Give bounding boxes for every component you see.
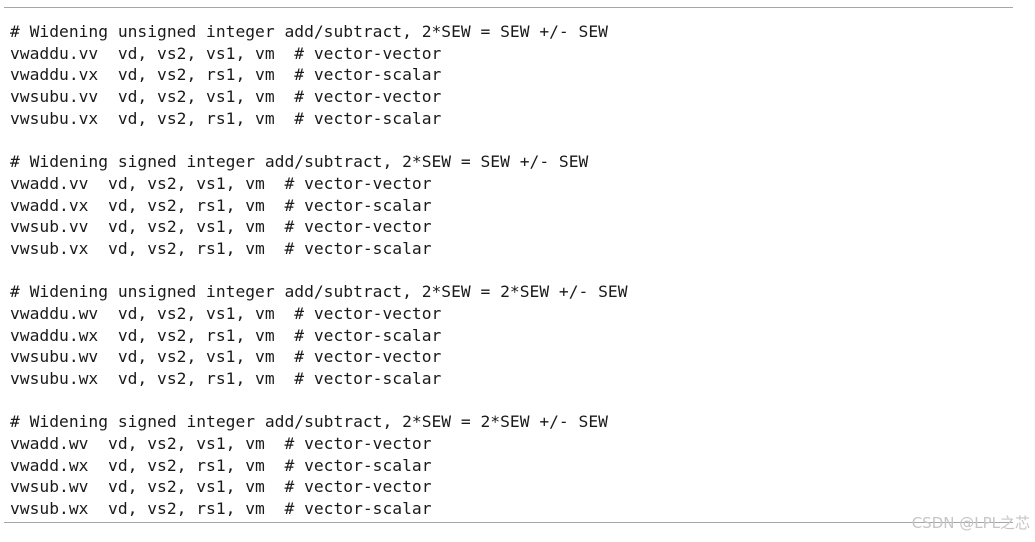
code-comment-line: # Widening unsigned integer add/subtract… <box>10 22 608 41</box>
code-line: vwadd.vx vd, vs2, rs1, vm # vector-scala… <box>10 195 432 215</box>
blank-line <box>10 390 1013 412</box>
code-line: vwsubu.wx vd, vs2, rs1, vm # vector-scal… <box>10 369 442 388</box>
code-comment-line: # Widening signed integer add/subtract, … <box>10 152 589 172</box>
code-block: # Widening unsigned integer add/subtract… <box>4 7 1013 523</box>
code-comment-line: # Widening unsigned integer add/subtract… <box>10 282 628 302</box>
code-line: vwaddu.vx vd, vs2, rs1, vm # vector-scal… <box>10 65 442 85</box>
code-line: vwsub.wv vd, vs2, vs1, vm # vector-vecto… <box>10 477 432 497</box>
code-line: vwadd.wv vd, vs2, vs1, vm # vector-vecto… <box>10 434 432 454</box>
blank-line <box>10 129 1013 151</box>
code-line: vwsubu.wv vd, vs2, vs1, vm # vector-vect… <box>10 347 442 367</box>
code-line: vwadd.wx vd, vs2, rs1, vm # vector-scala… <box>10 455 432 475</box>
code-line: vwsubu.vv vd, vs2, vs1, vm # vector-vect… <box>10 87 442 107</box>
code-line: vwsubu.vx vd, vs2, rs1, vm # vector-scal… <box>10 108 442 128</box>
csdn-watermark: CSDN @LPL之芯 <box>911 514 1030 532</box>
code-line: vwsub.wx vd, vs2, rs1, vm # vector-scala… <box>10 499 432 519</box>
blank-line <box>10 260 1013 282</box>
code-line: vwsub.vv vd, vs2, vs1, vm # vector-vecto… <box>10 217 432 237</box>
code-line: vwaddu.wv vd, vs2, vs1, vm # vector-vect… <box>10 303 442 323</box>
code-comment-line: # Widening signed integer add/subtract, … <box>10 412 608 432</box>
code-line: vwsub.vx vd, vs2, rs1, vm # vector-scala… <box>10 238 432 258</box>
code-line: vwadd.vv vd, vs2, vs1, vm # vector-vecto… <box>10 173 432 193</box>
code-line: vwaddu.wx vd, vs2, rs1, vm # vector-scal… <box>10 325 442 345</box>
code-line: vwaddu.vv vd, vs2, vs1, vm # vector-vect… <box>10 43 442 63</box>
